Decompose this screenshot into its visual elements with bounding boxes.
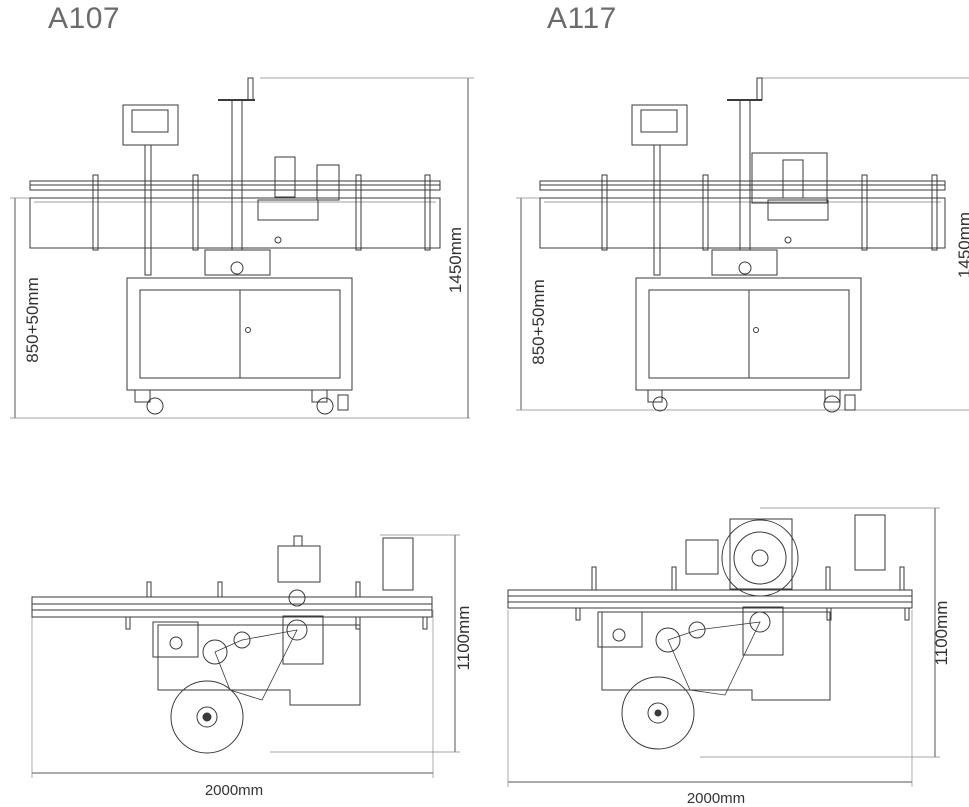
a107-top-view [31, 534, 460, 778]
dim-a107-front-total: 1450mm [446, 227, 465, 293]
a117-front-view [516, 77, 969, 413]
dim-a107-front-height: 850+50mm [23, 277, 42, 363]
a117-top-view [507, 507, 940, 787]
dim-a117-top-depth: 1100mm [932, 601, 951, 666]
model-title-a117: A117 [547, 2, 617, 35]
dim-a117-top-width: 2000mm [687, 790, 745, 807]
a107-front-view [10, 77, 474, 419]
dim-a117-front-total: 1450mm [955, 212, 969, 278]
dim-a107-top-depth: 1100mm [454, 606, 473, 671]
model-title-a107: A107 [48, 2, 121, 35]
dim-a107-top-width: 2000mm [205, 782, 263, 799]
dim-a117-front-height: 850+50mm [529, 279, 548, 365]
